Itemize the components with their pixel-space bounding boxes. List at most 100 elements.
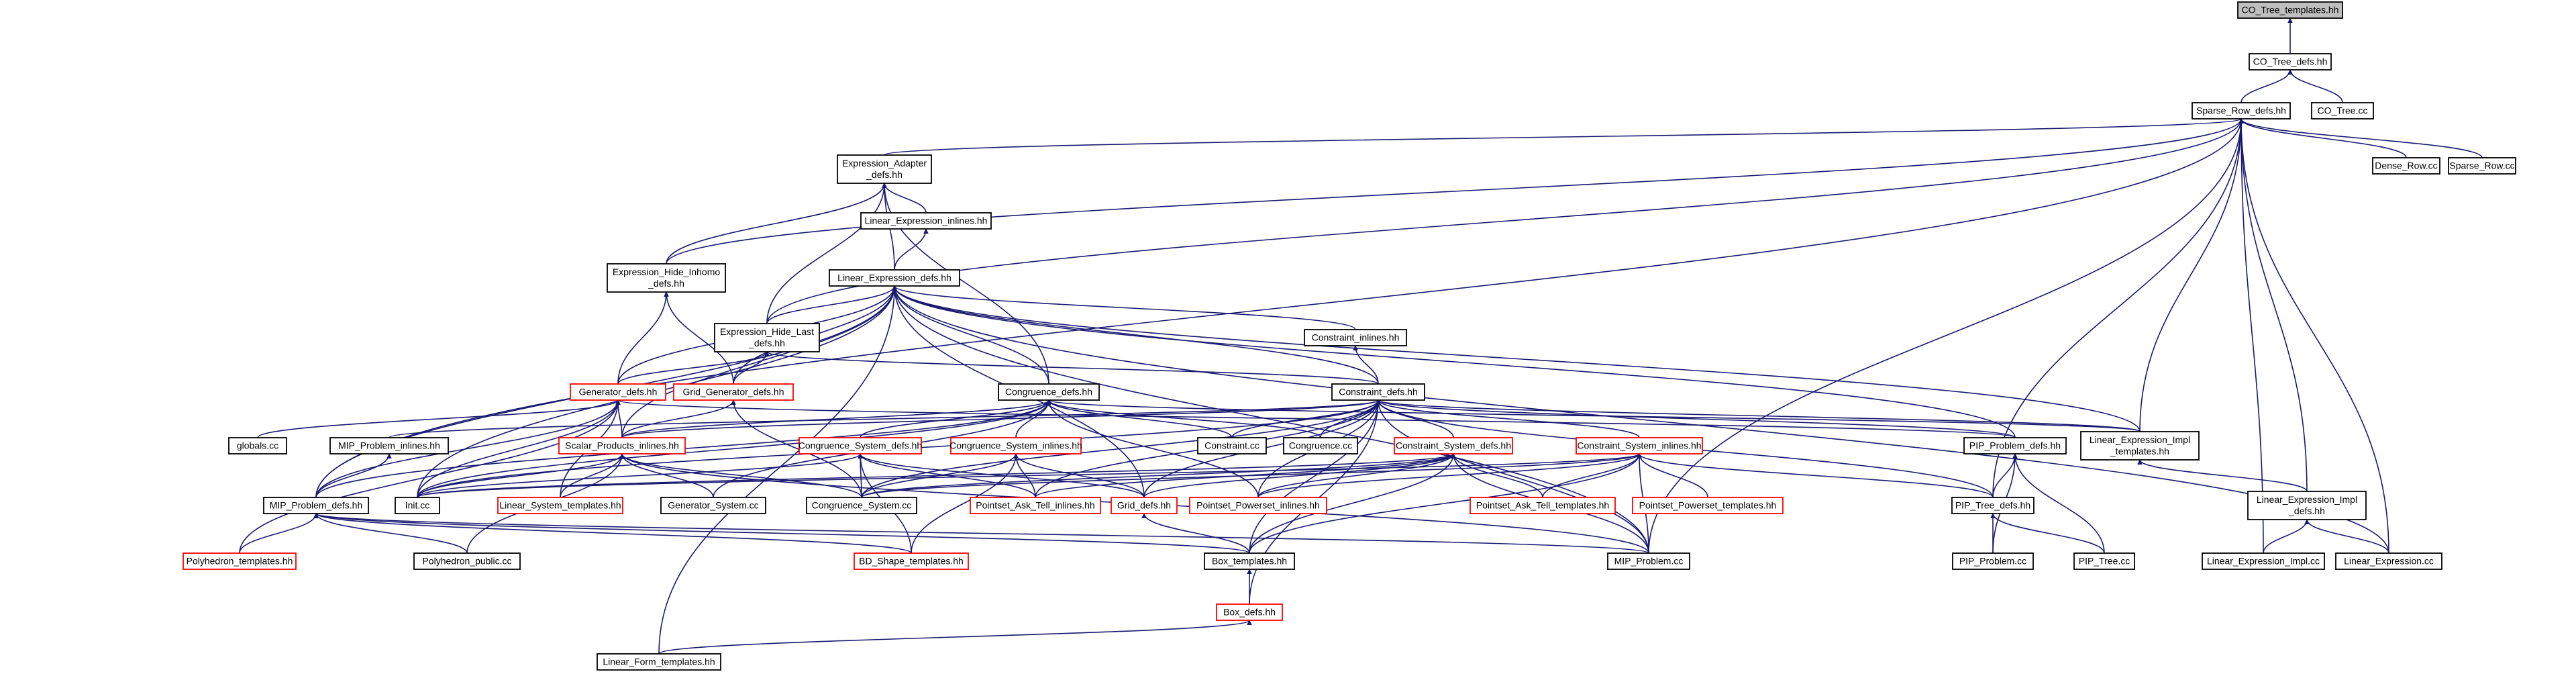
edge-generator-defs-to-expression-hide-last-defs xyxy=(617,351,767,385)
node-linear-expression-defs[interactable]: Linear_Expression_defs.hh xyxy=(829,269,960,287)
node-globals-cc[interactable]: globals.cc xyxy=(228,437,287,454)
node-sparse-row-defs[interactable]: Sparse_Row_defs.hh xyxy=(2192,102,2291,119)
node-box xyxy=(2080,431,2200,461)
node-mip-problem-inlines[interactable]: MIP_Problem_inlines.hh xyxy=(329,437,449,454)
edge-pointset-ask-tell-templates-to-constraint-system-inlines xyxy=(1542,453,1639,498)
node-expression-hide-last-defs[interactable]: Expression_Hide_Last_defs.hh xyxy=(714,323,820,352)
node-pointset-ask-tell-inlines[interactable]: Pointset_Ask_Tell_inlines.hh xyxy=(970,497,1101,514)
node-linear-system-templates[interactable]: Linear_System_templates.hh xyxy=(497,497,623,514)
node-label: Grid_Generator_defs.hh xyxy=(683,387,784,397)
node-dense-row-cc[interactable]: Dense_Row.cc xyxy=(2372,157,2440,175)
node-pointset-powerset-templates[interactable]: Pointset_Powerset_templates.hh xyxy=(1632,497,1784,514)
node-linear-expression-cc[interactable]: Linear_Expression.cc xyxy=(2335,552,2442,570)
node-label: Linear_Expression_Impl.cc xyxy=(2207,556,2320,567)
node-expression-hide-inhomo-defs[interactable]: Expression_Hide_Inhomo_defs.hh xyxy=(607,263,726,293)
node-co-tree-templates[interactable]: CO_Tree_templates.hh xyxy=(2237,1,2343,19)
node-grid-generator-defs[interactable]: Grid_Generator_defs.hh xyxy=(673,383,794,401)
node-label: PIP_Problem_defs.hh xyxy=(1969,440,2061,451)
node-constraint-system-inlines[interactable]: Constraint_System_inlines.hh xyxy=(1576,437,1703,454)
edge-mip-problem-cc-to-constraint-defs xyxy=(1378,400,1649,554)
edge-linear-expression-impl-templates-to-sparse-row-defs xyxy=(2139,119,2241,432)
node-constraint-system-defs[interactable]: Constraint_System_defs.hh xyxy=(1394,437,1513,454)
node-polyhedron-public-cc[interactable]: Polyhedron_public.cc xyxy=(413,552,521,570)
node-box xyxy=(607,263,726,293)
node-congruence-system-inlines[interactable]: Congruence_System_inlines.hh xyxy=(949,437,1082,454)
node-box xyxy=(1331,383,1425,401)
node-box xyxy=(183,552,297,570)
node-bd-shape-templates[interactable]: BD_Shape_templates.hh xyxy=(854,552,969,570)
edge-congruence-system-cc-to-constraint-system-defs xyxy=(861,453,1453,498)
node-linear-form-templates[interactable]: Linear_Form_templates.hh xyxy=(597,653,721,671)
node-constraint-defs[interactable]: Constraint_defs.hh xyxy=(1331,383,1425,401)
edge-congruence-system-cc-to-constraint-defs xyxy=(861,399,1378,498)
edge-constraint-inlines-to-linear-expression-defs xyxy=(894,285,1356,330)
node-pip-problem-defs[interactable]: PIP_Problem_defs.hh xyxy=(1963,437,2067,454)
node-pointset-powerset-inlines[interactable]: Pointset_Powerset_inlines.hh xyxy=(1189,497,1327,514)
node-box xyxy=(1632,497,1784,514)
node-congruence-system-cc[interactable]: Congruence_System.cc xyxy=(806,497,917,514)
edge-dense-row-cc-to-sparse-row-defs xyxy=(2241,118,2407,158)
node-congruence-cc[interactable]: Congruence.cc xyxy=(1283,437,1358,454)
edge-constraint-defs-to-constraint-inlines xyxy=(1355,345,1379,385)
edge-polyhedron-templates-to-generator-defs xyxy=(239,400,618,554)
node-init-cc[interactable]: Init.cc xyxy=(395,497,440,514)
node-box xyxy=(2202,552,2325,570)
node-pip-tree-defs[interactable]: PIP_Tree_defs.hh xyxy=(1951,497,2034,514)
node-co-tree-cc[interactable]: CO_Tree.cc xyxy=(2311,102,2374,119)
node-generator-defs[interactable]: Generator_defs.hh xyxy=(570,383,666,401)
node-box xyxy=(2192,102,2291,119)
edge-pointset-powerset-inlines-to-constraint-system-defs xyxy=(1257,453,1453,498)
edge-bd-shape-templates-to-congruence-system-inlines xyxy=(911,454,1016,554)
node-congruence-system-defs[interactable]: Congruence_System_defs.hh xyxy=(798,437,922,454)
node-linear-expression-impl-cc[interactable]: Linear_Expression_Impl.cc xyxy=(2202,552,2325,570)
node-mip-problem-defs[interactable]: MIP_Problem_defs.hh xyxy=(263,497,369,514)
node-generator-system-cc[interactable]: Generator_System.cc xyxy=(660,497,766,514)
node-linear-expression-inlines[interactable]: Linear_Expression_inlines.hh xyxy=(860,212,992,230)
node-linear-expression-impl-defs[interactable]: Linear_Expression_Impl_defs.hh xyxy=(2247,491,2367,520)
node-label: CO_Tree_defs.hh xyxy=(2253,56,2328,67)
node-box-templates[interactable]: Box_templates.hh xyxy=(1204,552,1295,570)
node-box xyxy=(798,437,922,454)
node-box xyxy=(2249,53,2332,70)
node-box xyxy=(413,552,521,570)
edge-congruence-system-cc-to-constraint-system-inlines xyxy=(861,453,1639,498)
node-congruence-defs[interactable]: Congruence_defs.hh xyxy=(998,383,1100,401)
edge-pointset-powerset-inlines-to-congruence-defs xyxy=(1049,400,1259,498)
edge-init-cc-to-scalar-products-inlines xyxy=(417,453,622,498)
node-pip-tree-cc[interactable]: PIP_Tree.cc xyxy=(2073,552,2135,570)
node-box xyxy=(2335,552,2442,570)
node-label: Pointset_Ask_Tell_inlines.hh xyxy=(976,500,1094,511)
node-grid-defs[interactable]: Grid_defs.hh xyxy=(1111,497,1178,514)
node-box-defs[interactable]: Box_defs.hh xyxy=(1216,603,1283,621)
node-box xyxy=(970,497,1101,514)
edge-pointset-ask-tell-templates-to-constraint-system-defs xyxy=(1453,453,1543,498)
node-label: Congruence_System_defs.hh xyxy=(798,440,922,451)
node-box xyxy=(1963,437,2067,454)
edge-congruence-system-cc-to-scalar-products-inlines xyxy=(622,453,862,498)
node-box xyxy=(1576,437,1703,454)
node-pip-problem-cc[interactable]: PIP_Problem.cc xyxy=(1952,552,2034,570)
node-expression-adapter-defs[interactable]: Expression_Adapter_defs.hh xyxy=(837,154,932,184)
node-pointset-ask-tell-templates[interactable]: Pointset_Ask_Tell_templates.hh xyxy=(1470,497,1616,514)
node-constraint-cc[interactable]: Constraint.cc xyxy=(1197,437,1267,454)
node-box xyxy=(570,383,666,401)
edge-linear-expression-cc-to-linear-expression-impl-defs xyxy=(2307,519,2389,554)
node-polyhedron-templates[interactable]: Polyhedron_templates.hh xyxy=(183,552,297,570)
edge-init-cc-to-constraint-system-defs xyxy=(417,453,1453,498)
edge-expression-hide-last-defs-to-expression-adapter-defs xyxy=(766,183,884,324)
node-mip-problem-cc[interactable]: MIP_Problem.cc xyxy=(1607,552,1690,570)
node-co-tree-defs[interactable]: CO_Tree_defs.hh xyxy=(2249,53,2332,70)
edge-expression-hide-inhomo-defs-to-expression-adapter-defs xyxy=(666,183,884,264)
node-label: Linear_Expression_Impl xyxy=(2090,434,2190,445)
node-linear-expression-impl-templates[interactable]: Linear_Expression_Impl_templates.hh xyxy=(2080,431,2200,461)
edge-grid-defs-to-constraint-system-defs xyxy=(1143,453,1453,498)
node-label: _defs.hh xyxy=(2288,505,2325,516)
edge-box-templates-to-constraint-system-inlines xyxy=(1249,453,1639,554)
node-sparse-row-cc[interactable]: Sparse_Row.cc xyxy=(2448,157,2516,175)
node-scalar-products-inlines[interactable]: Scalar_Products_inlines.hh xyxy=(558,437,686,454)
node-box xyxy=(837,154,932,184)
edge-pointset-powerset-inlines-to-constraint-system-inlines xyxy=(1257,453,1639,498)
edge-box-templates-to-constraint-system-defs xyxy=(1249,454,1453,554)
node-box xyxy=(497,497,623,514)
node-constraint-inlines[interactable]: Constraint_inlines.hh xyxy=(1304,329,1407,346)
